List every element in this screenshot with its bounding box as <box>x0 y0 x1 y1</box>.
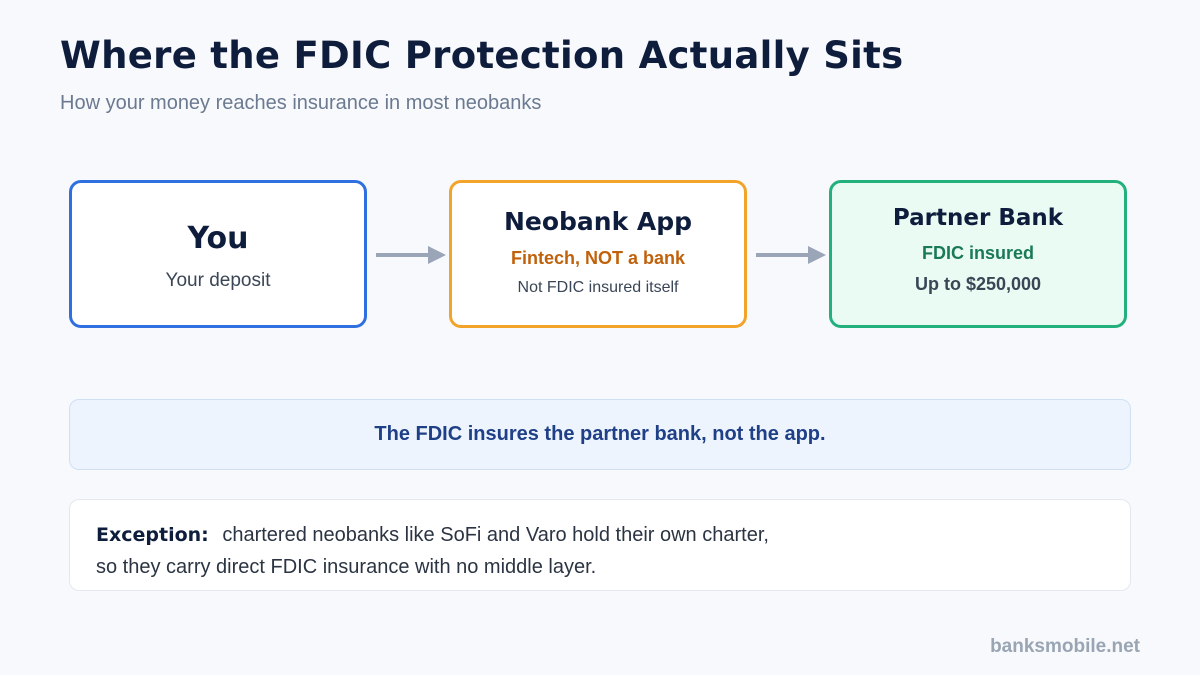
exception-line-1: Exception: chartered neobanks like SoFi … <box>96 519 1104 551</box>
partner-bank-title: Partner Bank <box>892 205 1064 231</box>
neobank-box: Neobank App Fintech, NOT a bank Not FDIC… <box>449 180 747 328</box>
neobank-warning: Fintech, NOT a bank <box>510 248 686 268</box>
arrow-right-icon <box>376 246 446 264</box>
site-watermark: banksmobile.net <box>990 636 1140 657</box>
exception-label: Exception: <box>96 524 209 546</box>
you-box: You Your deposit <box>69 180 367 328</box>
callout-text: The FDIC insures the partner bank, not t… <box>374 423 826 445</box>
arrow-right-icon <box>756 246 826 264</box>
partner-bank-limit: Up to $250,000 <box>914 274 1042 294</box>
neobank-note: Not FDIC insured itself <box>517 279 679 296</box>
exception-note: Exception: chartered neobanks like SoFi … <box>69 499 1131 591</box>
you-box-caption: Your deposit <box>165 269 271 291</box>
key-takeaway-callout: The FDIC insures the partner bank, not t… <box>69 399 1131 470</box>
partner-bank-box: Partner Bank FDIC insured Up to $250,000 <box>829 180 1127 328</box>
you-box-title: You <box>187 220 249 256</box>
neobank-box-title: Neobank App <box>503 207 693 236</box>
exception-text-2: so they carry direct FDIC insurance with… <box>96 556 597 578</box>
page-title: Where the FDIC Protection Actually Sits <box>60 34 904 77</box>
partner-bank-status: FDIC insured <box>921 243 1034 263</box>
exception-text-1: chartered neobanks like SoFi and Varo ho… <box>222 524 769 546</box>
page-subtitle: How your money reaches insurance in most… <box>60 92 542 114</box>
